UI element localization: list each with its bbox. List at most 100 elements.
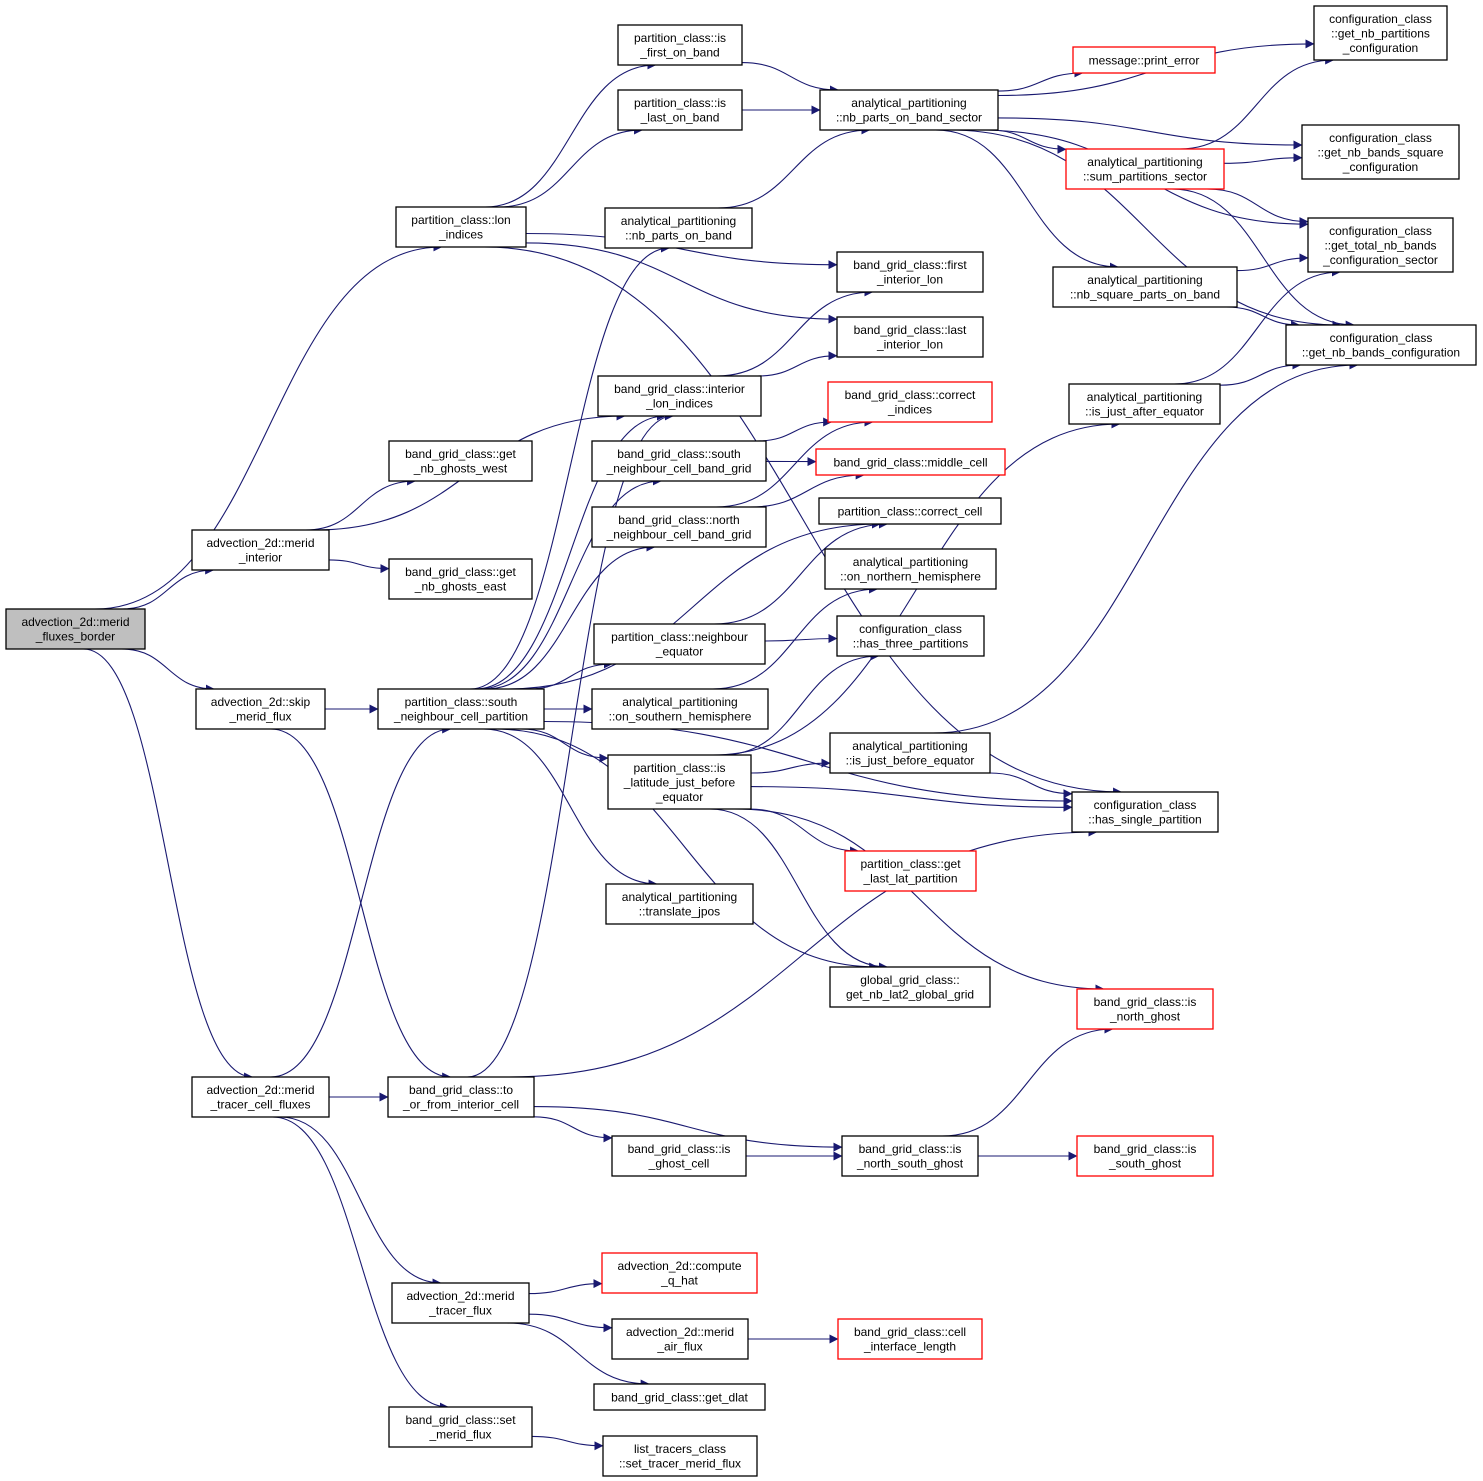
- node-is_north_ghost[interactable]: band_grid_class::is_north_ghost: [1076, 988, 1214, 1030]
- node-label-translate_jpos-0: analytical_partitioning: [622, 890, 737, 904]
- node-last_interior_lon[interactable]: band_grid_class::last_interior_lon: [836, 316, 984, 358]
- node-is_just_before_equator[interactable]: analytical_partitioning::is_just_before_…: [829, 732, 991, 774]
- node-box-on_southern_hemisphere: [591, 688, 769, 730]
- node-is_north_south_ghost[interactable]: band_grid_class::is_north_south_ghost: [841, 1135, 979, 1177]
- node-label-get_total_nb_bands_configuration_sector-0: configuration_class: [1329, 224, 1432, 238]
- node-is_ghost_cell[interactable]: band_grid_class::is_ghost_cell: [611, 1135, 747, 1177]
- node-sum_partitions_sector[interactable]: analytical_partitioning::sum_partitions_…: [1065, 148, 1225, 190]
- edge-nb_parts_on_band_sector-to-nb_square_parts_on_band: [935, 129, 1119, 272]
- edge-neighbour_equator-to-correct_cell: [714, 519, 888, 625]
- node-print_error[interactable]: message::print_error: [1072, 46, 1216, 74]
- node-label-is_north_ghost-0: band_grid_class::is: [1094, 995, 1197, 1009]
- node-label-has_three_partitions-0: configuration_class: [859, 622, 962, 636]
- edge-south_neighbour_cell_partition-to-north_neighbour_cell_band_grid: [484, 542, 656, 690]
- node-merid_tracer_cell_fluxes[interactable]: advection_2d::merid_tracer_cell_fluxes: [191, 1076, 330, 1118]
- node-interior_lon_indices[interactable]: band_grid_class::interior_lon_indices: [597, 375, 762, 417]
- node-box-middle_cell: [815, 448, 1006, 476]
- node-nb_parts_on_band_sector[interactable]: analytical_partitioning::nb_parts_on_ban…: [819, 89, 999, 131]
- node-on_northern_hemisphere[interactable]: analytical_partitioning::on_northern_hem…: [824, 548, 997, 590]
- node-label-sum_partitions_sector-1: ::sum_partitions_sector: [1083, 170, 1207, 184]
- node-nb_square_parts_on_band[interactable]: analytical_partitioning::nb_square_parts…: [1052, 266, 1238, 308]
- node-correct_cell[interactable]: partition_class::correct_cell: [818, 497, 1002, 525]
- node-middle_cell[interactable]: band_grid_class::middle_cell: [815, 448, 1006, 476]
- node-cell_interface_length[interactable]: band_grid_class::cell_interface_length: [837, 1318, 983, 1360]
- node-get_nb_partitions_configuration[interactable]: configuration_class::get_nb_partitions_c…: [1313, 5, 1448, 61]
- node-is_south_ghost[interactable]: band_grid_class::is_south_ghost: [1076, 1135, 1214, 1177]
- node-label-merid_tracer_cell_fluxes-0: advection_2d::merid: [206, 1083, 314, 1097]
- node-label-is_ghost_cell-1: _ghost_cell: [648, 1157, 710, 1171]
- node-label-set_tracer_merid_flux-1: ::set_tracer_merid_flux: [619, 1457, 741, 1471]
- node-merid_interior[interactable]: advection_2d::merid_interior: [191, 529, 330, 571]
- node-label-south_neighbour_cell_band_grid-1: _neighbour_cell_band_grid: [606, 462, 752, 476]
- node-root[interactable]: advection_2d::merid_fluxes_border: [5, 608, 146, 650]
- node-first_interior_lon[interactable]: band_grid_class::first_interior_lon: [836, 251, 984, 293]
- node-on_southern_hemisphere[interactable]: analytical_partitioning::on_southern_hem…: [591, 688, 769, 730]
- node-south_neighbour_cell_partition[interactable]: partition_class::south_neighbour_cell_pa…: [377, 688, 545, 730]
- node-get_nb_bands_square_configuration[interactable]: configuration_class::get_nb_bands_square…: [1301, 124, 1460, 180]
- edge-south_neighbour_cell_band_grid-to-correct_indices: [757, 417, 833, 442]
- node-get_nb_bands_configuration[interactable]: configuration_class::get_nb_bands_config…: [1285, 324, 1477, 366]
- edge-south_neighbour_cell_partition-to-nb_parts_on_band: [469, 243, 670, 690]
- node-label-print_error-0: message::print_error: [1089, 53, 1200, 67]
- node-merid_tracer_flux[interactable]: advection_2d::merid_tracer_flux: [391, 1282, 530, 1324]
- node-label-south_neighbour_cell_partition-1: _neighbour_cell_partition: [393, 710, 528, 724]
- node-lon_indices[interactable]: partition_class::lon_indices: [395, 206, 527, 248]
- node-label-is_last_on_band-0: partition_class::is: [634, 96, 726, 110]
- node-label-merid_tracer_flux-1: _tracer_flux: [428, 1304, 492, 1318]
- edge-nb_square_parts_on_band-to-get_nb_bands_configuration: [1226, 306, 1301, 330]
- node-compute_q_hat[interactable]: advection_2d::compute_q_hat: [601, 1252, 758, 1294]
- node-has_single_partition[interactable]: configuration_class::has_single_partitio…: [1071, 791, 1219, 833]
- node-label-is_north_south_ghost-1: _north_south_ghost: [856, 1157, 964, 1171]
- node-box-set_tracer_merid_flux: [602, 1435, 758, 1477]
- node-has_three_partitions[interactable]: configuration_class::has_three_partition…: [836, 615, 985, 657]
- edge-south_neighbour_cell_partition-to-translate_jpos: [483, 728, 658, 889]
- node-skip_merid_flux[interactable]: advection_2d::skip_merid_flux: [195, 688, 326, 730]
- edge-lon_indices-to-has_single_partition: [484, 246, 1123, 797]
- node-neighbour_equator[interactable]: partition_class::neighbour_equator: [593, 623, 766, 665]
- node-set_tracer_merid_flux[interactable]: list_tracers_class::set_tracer_merid_flu…: [602, 1435, 758, 1477]
- node-label-is_just_before_equator-0: analytical_partitioning: [852, 739, 967, 753]
- node-get_nb_lat2_global_grid[interactable]: global_grid_class::get_nb_lat2_global_gr…: [829, 966, 991, 1008]
- node-to_or_from_interior_cell[interactable]: band_grid_class::to_or_from_interior_cel…: [387, 1076, 535, 1118]
- node-label-get_total_nb_bands_configuration_sector-1: ::get_total_nb_bands: [1324, 238, 1436, 252]
- node-box-get_last_lat_partition: [844, 850, 977, 892]
- node-translate_jpos[interactable]: analytical_partitioning::translate_jpos: [605, 883, 754, 925]
- node-label-last_interior_lon-1: _interior_lon: [876, 338, 943, 352]
- edge-nb_parts_on_band_sector-to-print_error: [997, 68, 1084, 92]
- node-box-merid_tracer_cell_fluxes: [191, 1076, 330, 1118]
- edge-is_just_after_equator-to-get_nb_bands_configuration: [1219, 360, 1302, 386]
- node-box-get_nb_partitions_configuration: [1313, 5, 1448, 61]
- node-box-nb_parts_on_band_sector: [819, 89, 999, 131]
- edge-is_first_on_band-to-nb_parts_on_band_sector: [741, 62, 839, 95]
- node-south_neighbour_cell_band_grid[interactable]: band_grid_class::south_neighbour_cell_ba…: [591, 440, 767, 482]
- node-set_merid_flux[interactable]: band_grid_class::set_merid_flux: [388, 1406, 533, 1448]
- node-north_neighbour_cell_band_grid[interactable]: band_grid_class::north_neighbour_cell_ba…: [591, 506, 767, 548]
- node-merid_air_flux[interactable]: advection_2d::merid_air_flux: [611, 1318, 749, 1360]
- edge-on_southern_hemisphere-to-on_northern_hemisphere: [712, 584, 879, 690]
- node-get_dlat[interactable]: band_grid_class::get_dlat: [593, 1383, 766, 1411]
- node-box-north_neighbour_cell_band_grid: [591, 506, 767, 548]
- edge-south_neighbour_cell_partition-to-get_nb_lat2_global_grid: [493, 728, 879, 972]
- node-get_last_lat_partition[interactable]: partition_class::get_last_lat_partition: [844, 850, 977, 892]
- node-get_nb_ghosts_east[interactable]: band_grid_class::get_nb_ghosts_east: [388, 558, 533, 600]
- node-get_nb_ghosts_west[interactable]: band_grid_class::get_nb_ghosts_west: [388, 440, 533, 482]
- node-label-is_last_on_band-1: _last_on_band: [640, 111, 720, 125]
- node-get_total_nb_bands_configuration_sector[interactable]: configuration_class::get_total_nb_bands_…: [1307, 217, 1454, 273]
- node-label-get_nb_lat2_global_grid-0: global_grid_class::: [860, 973, 959, 987]
- node-is_just_after_equator[interactable]: analytical_partitioning::is_just_after_e…: [1068, 383, 1221, 425]
- node-is_first_on_band[interactable]: partition_class::is_first_on_band: [617, 24, 743, 66]
- node-label-get_total_nb_bands_configuration_sector-2: _configuration_sector: [1322, 253, 1438, 267]
- node-box-get_nb_lat2_global_grid: [829, 966, 991, 1008]
- node-label-correct_cell-0: partition_class::correct_cell: [838, 504, 983, 518]
- node-nb_parts_on_band[interactable]: analytical_partitioning::nb_parts_on_ban…: [604, 207, 753, 249]
- node-box-compute_q_hat: [601, 1252, 758, 1294]
- node-label-is_south_ghost-0: band_grid_class::is: [1094, 1142, 1197, 1156]
- node-correct_indices[interactable]: band_grid_class::correct_indices: [827, 381, 993, 423]
- edge-south_neighbour_cell_partition-to-neighbour_equator: [528, 659, 613, 690]
- node-is_latitude_just_before_equator[interactable]: partition_class::is_latitude_just_before…: [607, 754, 752, 810]
- node-label-is_just_before_equator-1: ::is_just_before_equator: [846, 754, 975, 768]
- node-is_last_on_band[interactable]: partition_class::is_last_on_band: [617, 89, 743, 131]
- node-box-nb_square_parts_on_band: [1052, 266, 1238, 308]
- edge-south_neighbour_cell_partition-to-interior_lon_indices: [474, 411, 666, 690]
- node-label-lon_indices-0: partition_class::lon: [411, 213, 510, 227]
